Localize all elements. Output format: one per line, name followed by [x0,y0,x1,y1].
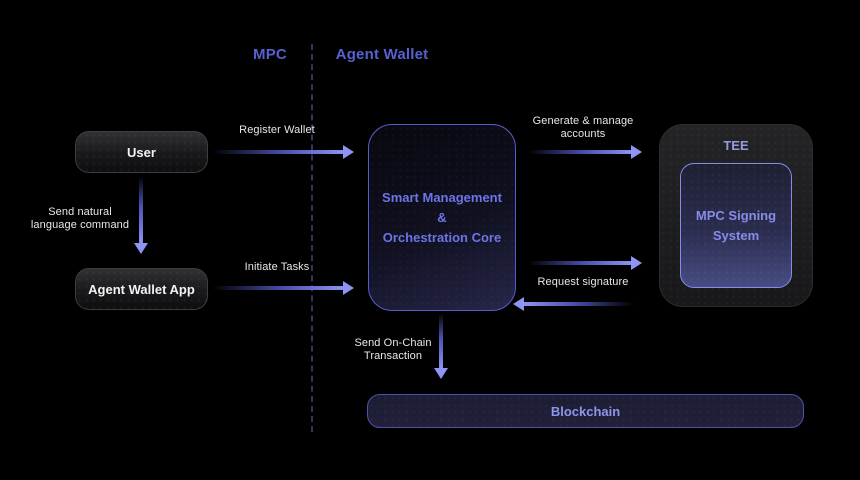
arrow-send-onchain-transaction [439,313,443,369]
core-label-line2: & [437,210,447,225]
arrow-initiate-tasks [212,286,344,290]
edge-label-generate-manage-accounts: Generate & manage accounts [518,115,648,141]
node-tee-label: TEE [723,138,749,153]
node-agent-wallet-app: Agent Wallet App [75,268,208,310]
arrow-request-signature-out [528,261,632,265]
edge-label-line: Send natural [48,206,112,218]
node-tee: TEE MPC Signing System [659,124,813,307]
edge-label-register-wallet: Register Wallet [239,124,315,136]
arrow-request-signature-return [523,302,633,306]
edge-label-line: language command [30,219,130,231]
edge-label-send-onchain-transaction: Send On-Chain Transaction [337,337,449,363]
node-blockchain-label: Blockchain [550,403,621,419]
node-smart-management-orchestration-core: Smart Management & Orchestration Core [368,124,516,311]
edge-label-send-natural-language-command: Send natural language command [18,206,142,232]
edge-label-line: Generate & manage [532,115,634,127]
node-mpc-signing-system: MPC Signing System [680,163,792,288]
node-user-label: User [127,144,156,160]
node-agent-wallet-app-label: Agent Wallet App [88,281,195,297]
dashed-divider-line [311,44,313,432]
core-label-line3: Orchestration Core [382,230,502,245]
edge-label-request-signature: Request signature [537,276,629,288]
core-label-line1: Smart Management [382,190,502,205]
edge-label-initiate-tasks: Initiate Tasks [244,261,310,273]
column-header-agent-wallet: Agent Wallet [335,46,429,63]
arrow-generate-manage-accounts [528,150,632,154]
edge-label-line: Transaction [363,350,423,362]
column-header-mpc: MPC [253,46,287,63]
arrow-user-to-agent-wallet-app [139,176,143,244]
mpc-signing-label-line1: MPC Signing [695,208,777,223]
edge-label-line: accounts [560,128,606,140]
node-blockchain: Blockchain [367,394,804,428]
edge-label-line: Send On-Chain [354,337,432,349]
mpc-signing-label-line2: System [712,228,760,243]
arrow-register-wallet [212,150,344,154]
node-user: User [75,131,208,173]
